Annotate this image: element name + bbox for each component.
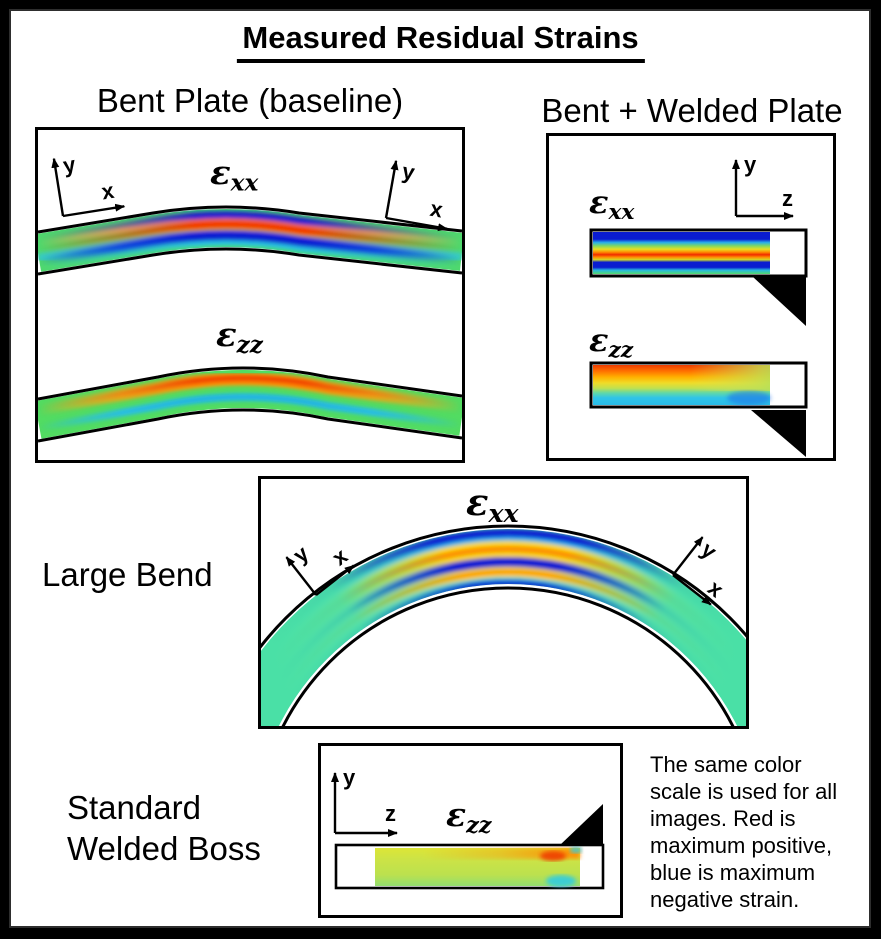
strain-map-exx-bent xyxy=(38,205,462,276)
axis-label-x: x xyxy=(428,196,445,223)
large-bend-panel: y x y x εxx xyxy=(258,476,749,729)
axis-label-y: y xyxy=(343,765,356,790)
axes-indicator-left: y x xyxy=(51,151,126,218)
axis-label-y: y xyxy=(400,158,417,185)
plate-inner-outline xyxy=(281,586,735,726)
axes-indicator: y z xyxy=(331,765,398,837)
axis-label-y: y xyxy=(744,152,757,177)
caption-line: scale is used for all xyxy=(650,779,838,804)
weld-fillet-icon xyxy=(560,804,603,845)
caption-line: negative strain. xyxy=(650,887,800,912)
strain-label-ezz-bent: εzz xyxy=(216,315,263,359)
strain-label-exx-large-bend: εxx xyxy=(466,480,519,529)
welded-boss-panel: y z εzz xyxy=(318,743,623,918)
weld-fillet-icon xyxy=(753,277,806,326)
large-bend-strain-map: y x y x xyxy=(261,524,746,726)
figure-title: Measured Residual Strains xyxy=(236,20,645,63)
axis-label-z: z xyxy=(385,801,396,826)
strain-map-ezz-boss xyxy=(334,843,605,890)
axis-label-x: x xyxy=(327,543,353,571)
bent-plate-panel: y x y x εxx εzz xyxy=(35,127,465,463)
axis-label-x: x xyxy=(100,178,117,205)
strain-map-ezz-bent xyxy=(38,366,462,443)
welded-boss-label: Standard Welded Boss xyxy=(67,787,261,869)
large-bend-label: Large Bend xyxy=(42,556,213,593)
color-scale-caption: The same color scale is used for all ima… xyxy=(650,751,878,913)
axes-indicator: y z xyxy=(732,152,794,220)
caption-line: The same color xyxy=(650,752,802,777)
caption-line: images. Red is xyxy=(650,806,796,831)
bent-welded-heading: Bent + Welded Plate xyxy=(541,92,843,129)
strain-map-ezz-welded xyxy=(589,361,808,409)
bent-plate-heading: Bent Plate (baseline) xyxy=(96,82,404,119)
strain-label-ezz-boss: εzz xyxy=(446,795,492,839)
bent-welded-strain-maps: y z xyxy=(589,152,808,457)
axis-label-z: z xyxy=(782,186,793,211)
bent-welded-panel: y z εxx εzz xyxy=(546,133,836,461)
welded-boss-label-line1: Standard xyxy=(67,789,201,826)
caption-line: maximum positive, xyxy=(650,833,833,858)
axes-indicator-right: y x xyxy=(384,158,449,232)
strain-label-exx-bent: εxx xyxy=(210,153,259,197)
strain-map-exx-welded xyxy=(589,228,808,278)
welded-boss-label-line2: Welded Boss xyxy=(67,830,261,867)
welded-boss-strain-map: y z xyxy=(331,765,605,890)
bent-plate-strain-maps: y x y x xyxy=(38,151,462,443)
strain-label-ezz-welded: εzz xyxy=(589,321,634,364)
strain-label-exx-welded: εxx xyxy=(589,183,635,226)
weld-fillet-icon xyxy=(751,410,806,457)
axis-label-y: y xyxy=(61,151,78,178)
caption-line: blue is maximum xyxy=(650,860,816,885)
strain-band-large-bend xyxy=(261,529,746,726)
plate-outer-outline xyxy=(261,524,746,649)
